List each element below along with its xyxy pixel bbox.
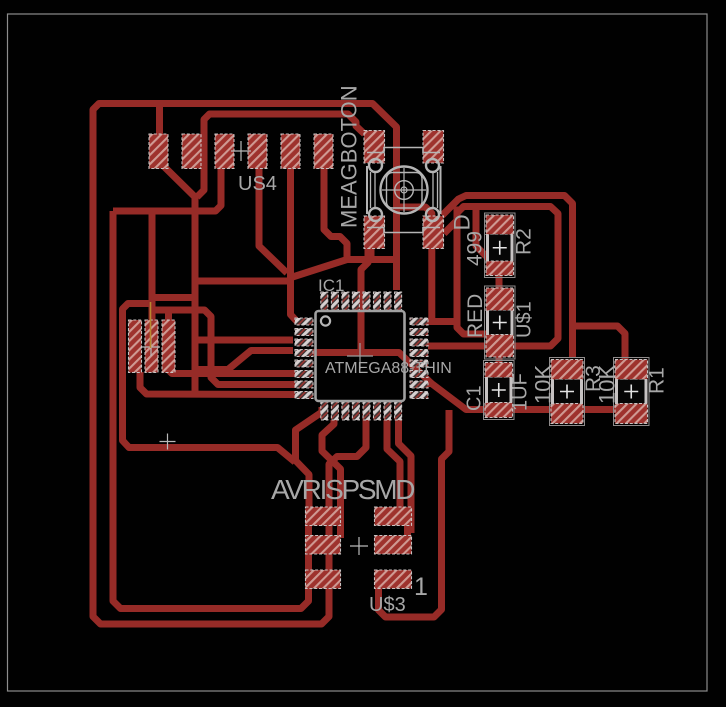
- svg-text:ATMEGA88-THIN: ATMEGA88-THIN: [325, 360, 452, 377]
- svg-text:R1: R1: [646, 367, 669, 394]
- svg-text:U$1: U$1: [514, 301, 536, 338]
- svg-text:499: 499: [464, 231, 487, 266]
- svg-text:MEAGBOTON: MEAGBOTON: [337, 85, 362, 228]
- svg-text:AVRISPSMD: AVRISPSMD: [271, 474, 414, 505]
- svg-text:1UF: 1UF: [510, 373, 532, 411]
- svg-text:US4: US4: [238, 173, 277, 195]
- svg-text:IC1: IC1: [318, 276, 344, 295]
- svg-text:RED: RED: [464, 294, 487, 338]
- svg-text:C1: C1: [464, 385, 486, 411]
- svg-text:R3: R3: [582, 365, 605, 392]
- svg-text:1: 1: [414, 573, 428, 601]
- svg-text:10K: 10K: [595, 365, 620, 404]
- svg-text:D: D: [450, 214, 475, 230]
- svg-text:U$3: U$3: [369, 594, 406, 616]
- svg-text:10K: 10K: [531, 365, 556, 404]
- svg-text:R2: R2: [513, 228, 536, 255]
